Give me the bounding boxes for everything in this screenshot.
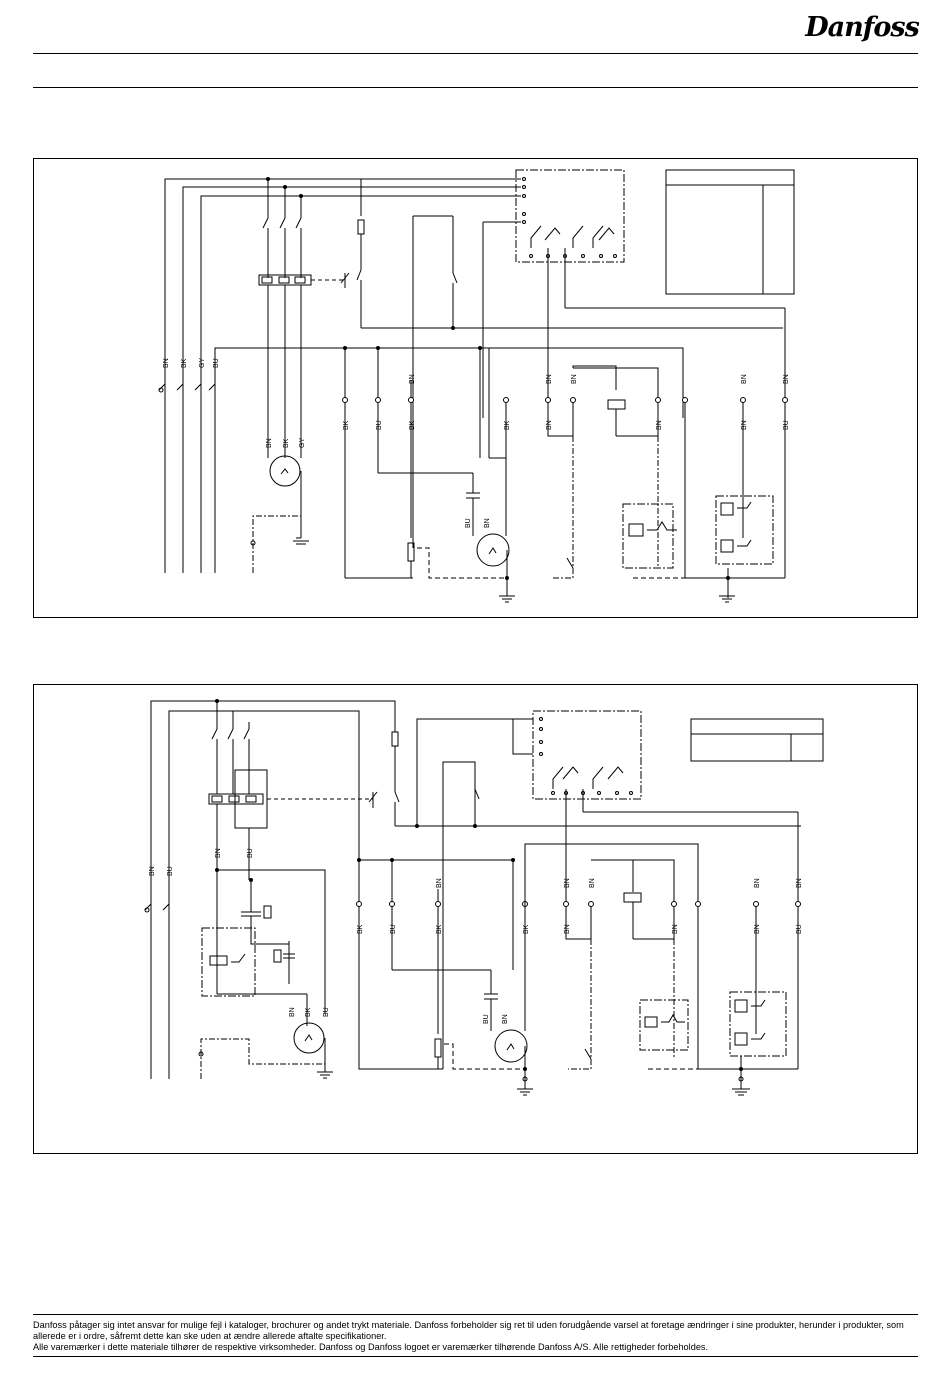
wire-label: BN — [656, 420, 663, 430]
supply-wires — [144, 700, 443, 1079]
disclaimer-text: Danfoss påtager sig intet ansvar for mul… — [33, 1320, 904, 1341]
wire-label: BN — [796, 878, 803, 888]
logo-text: Danfoss — [805, 12, 920, 43]
wire-label: BN — [484, 518, 491, 528]
wire-label: BN — [564, 924, 571, 934]
wire-label: BN — [502, 1014, 509, 1024]
wire-label: BN — [546, 420, 553, 430]
wire-label: BK — [283, 438, 290, 448]
footer-rule-top — [33, 1314, 918, 1315]
wire-label: BN — [741, 420, 748, 430]
footer-rule-bottom — [33, 1356, 918, 1357]
wire-label: BK — [409, 420, 416, 430]
thermostat-circuit — [506, 248, 786, 579]
wire-label: BU — [167, 866, 174, 876]
wire-label: BU — [323, 1007, 330, 1017]
wiring-diagram-three-phase: BN BK GY BU BN BK GY BN BN BN BN BN BK B… — [33, 158, 918, 618]
junction-bus — [357, 858, 515, 970]
junction-bus — [215, 346, 482, 458]
wire-label: BK — [343, 420, 350, 430]
diagram-frame — [33, 158, 918, 618]
thermostat-circuit — [524, 789, 799, 1070]
wire-label: BU — [783, 420, 790, 430]
wire-label: GY — [199, 358, 206, 368]
wire-label: BN — [672, 924, 679, 934]
contactor-k1 — [208, 699, 373, 994]
wire-label: BU — [213, 358, 220, 368]
wire-label: BU — [483, 1014, 490, 1024]
wire-label: BN — [149, 866, 156, 876]
wire-label: BN — [571, 374, 578, 384]
wire-label: BK — [181, 358, 188, 368]
contactor-k1 — [250, 177, 345, 573]
fan-motor — [198, 1022, 333, 1079]
trademark-text: Alle varemærker i dette materiale tilhør… — [33, 1342, 709, 1352]
wire-label: BN — [436, 878, 443, 888]
wire-label: BK — [523, 924, 530, 934]
wire-label: BU — [376, 420, 383, 430]
wire-label: BU — [247, 848, 254, 858]
wire-label: BN — [754, 878, 761, 888]
control-circuit — [340, 179, 783, 548]
footer-disclaimer: Danfoss påtager sig intet ansvar for mul… — [33, 1320, 918, 1353]
wire-label: BK — [357, 924, 364, 934]
header-rule-bottom — [33, 87, 918, 88]
dashed-modules — [515, 169, 774, 603]
legend-table — [690, 718, 824, 762]
wire-label: BU — [796, 924, 803, 934]
wire-label: BK — [504, 420, 511, 430]
wire-label: BN — [163, 358, 170, 368]
wire-label: BN — [754, 924, 761, 934]
wire-label: BN — [546, 374, 553, 384]
wire-label: BN — [409, 374, 416, 384]
wire-label: BU — [390, 924, 397, 934]
wire-label: BN — [783, 374, 790, 384]
supply-wires — [158, 178, 684, 573]
terminal-block — [356, 901, 801, 1070]
terminal-block — [342, 397, 788, 579]
wire-label: BN — [266, 438, 273, 448]
legend-table — [665, 169, 795, 295]
compressor-motor — [484, 906, 533, 1096]
wire-label: BU — [465, 518, 472, 528]
wire-label: GY — [299, 438, 306, 448]
wire-label: BN — [564, 878, 571, 888]
wiring-diagram-single-phase: BN BU BN BU BN BK BU BN BN BN BN BN BK B… — [33, 684, 918, 1154]
danfoss-logo: Danfoss — [803, 6, 921, 50]
dashed-modules — [532, 710, 787, 1096]
wire-label: BK — [305, 1007, 312, 1017]
wire-label: BN — [215, 848, 222, 858]
compressor-motor — [466, 348, 515, 603]
start-relay-capacitors — [201, 868, 326, 1026]
wire-label: BN — [289, 1007, 296, 1017]
wire-label: BK — [436, 924, 443, 934]
control-circuit — [368, 718, 801, 1069]
header-rule-top — [33, 53, 918, 54]
wire-label: BN — [741, 374, 748, 384]
wire-label: BN — [589, 878, 596, 888]
diagram-frame — [33, 684, 918, 1154]
